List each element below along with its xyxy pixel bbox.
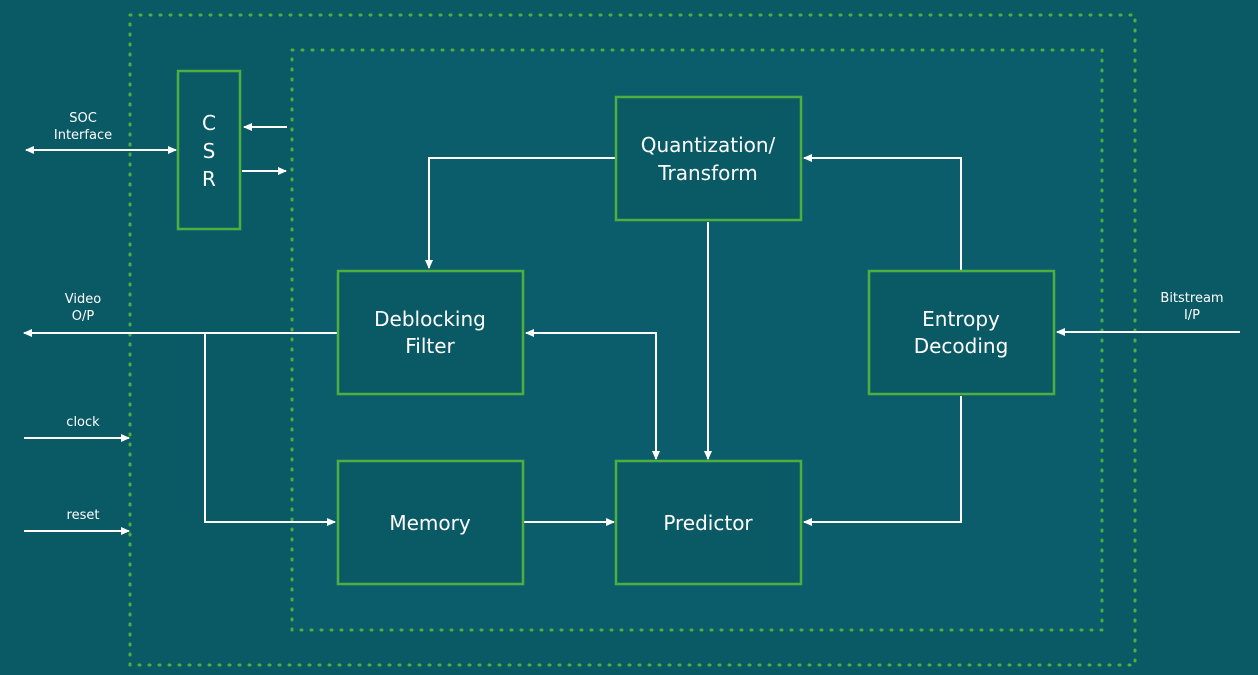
csr-block: C S R	[176, 69, 242, 231]
quant-to-deblock-arrow	[425, 157, 615, 269]
bitstream-label-line2: I/P	[1184, 308, 1200, 323]
output-to-memory-arrow	[204, 333, 336, 526]
deblocking-filter-block: Deblocking Filter	[336, 269, 525, 396]
inner-core-boundary	[290, 48, 1104, 632]
soc-label-line1: SOC	[69, 111, 97, 126]
entropy-label: Entropy	[922, 307, 1000, 331]
memory-label: Memory	[389, 511, 471, 535]
predictor-block: Predictor	[614, 459, 803, 586]
reset-label: reset	[67, 508, 100, 523]
entropy-to-quant-arrow	[803, 154, 962, 270]
video-label-line1: Video	[65, 292, 101, 307]
outer-soc-boundary	[128, 13, 1137, 667]
deblocking-label: Deblocking	[374, 307, 486, 331]
csr-label-r: R	[202, 167, 216, 191]
entropy-to-predictor-arrow	[803, 396, 962, 526]
quantization-label: Quantization/	[641, 133, 776, 157]
soc-label-line2: Interface	[54, 128, 112, 143]
clock-label: clock	[66, 415, 100, 430]
entropy-decoding-block: Entropy Decoding	[867, 269, 1056, 396]
predictor-label: Predictor	[663, 511, 753, 535]
quantization-transform-block: Quantization/ Transform	[614, 95, 803, 222]
memory-block: Memory	[336, 459, 525, 586]
video-label-line2: O/P	[72, 309, 95, 324]
filter-label: Filter	[405, 334, 455, 358]
csr-label-c: C	[202, 111, 216, 135]
bitstream-label-line1: Bitstream	[1160, 291, 1223, 306]
deblock-predictor-arrow	[525, 329, 660, 460]
decoding-label: Decoding	[914, 334, 1009, 358]
csr-label-s: S	[203, 139, 216, 163]
transform-label: Transform	[657, 161, 757, 185]
